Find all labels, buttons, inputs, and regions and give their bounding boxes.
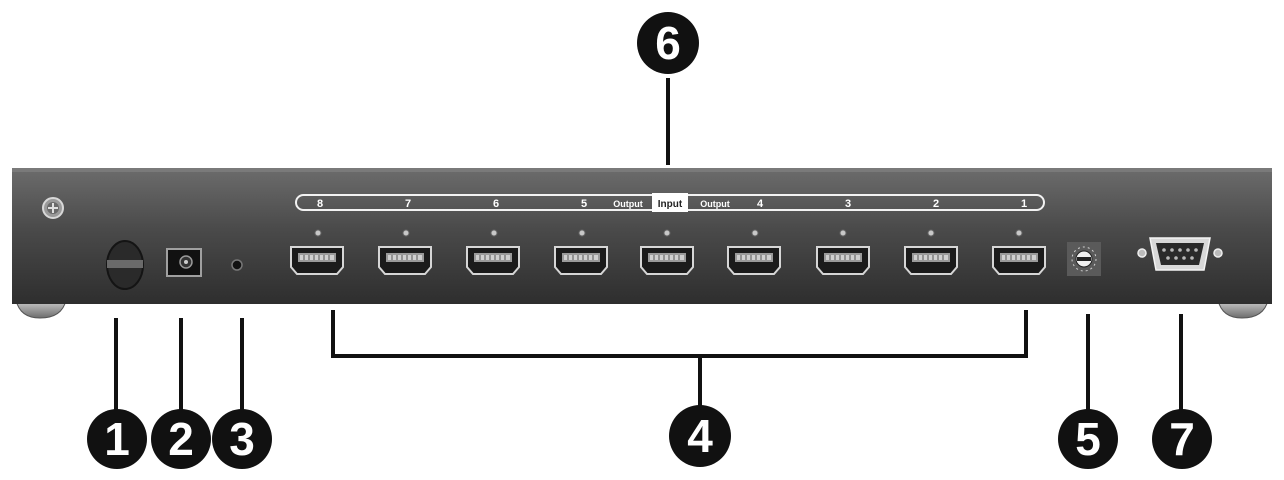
led-output-1	[1015, 229, 1023, 237]
port-number-7: 7	[405, 198, 411, 210]
callout-2: 2	[168, 413, 194, 465]
device-panel	[12, 168, 1272, 304]
rs232-db9-port	[1137, 237, 1223, 271]
rotary-switch	[1067, 242, 1101, 276]
hdmi-input	[640, 246, 694, 275]
hdmi-output-5	[554, 246, 608, 275]
led-output-5	[578, 229, 586, 237]
right-foot	[1217, 299, 1269, 319]
reset-pinhole	[231, 259, 243, 271]
hdmi-output-1	[992, 246, 1046, 275]
power-cord-lock	[106, 240, 144, 290]
led-output-3	[839, 229, 847, 237]
callout-4: 4	[687, 410, 713, 462]
callout-6: 6	[655, 17, 681, 69]
dc-power-jack	[166, 248, 202, 277]
callout-7: 7	[1169, 413, 1195, 465]
callout-1: 1	[104, 413, 130, 465]
port-number-6: 6	[493, 198, 499, 210]
port-number-5: 5	[581, 198, 587, 210]
port-number-3: 3	[845, 198, 851, 210]
port-number-4: 4	[757, 198, 764, 210]
port-label-bar	[295, 193, 1045, 212]
hdmi-output-6	[466, 246, 520, 275]
port-number-2: 2	[933, 198, 939, 210]
hdmi-output-7	[378, 246, 432, 275]
led-output-4	[751, 229, 759, 237]
led-output-8	[314, 229, 322, 237]
hdmi-output-2	[904, 246, 958, 275]
leader-lines	[114, 78, 1183, 412]
hdmi-output-8	[290, 246, 344, 275]
ground-screw	[42, 197, 64, 219]
output-label-right: Output	[700, 199, 730, 209]
hdmi-output-4	[727, 246, 781, 275]
port-number-8: 8	[317, 198, 323, 210]
output-label-left: Output	[613, 199, 643, 209]
hdmi-output-3	[816, 246, 870, 275]
left-foot	[15, 299, 67, 319]
led-output-6	[490, 229, 498, 237]
callout-3: 3	[229, 413, 255, 465]
port-number-1: 1	[1021, 198, 1027, 210]
led-input	[663, 229, 671, 237]
led-output-2	[927, 229, 935, 237]
input-label: Input	[658, 199, 683, 210]
callout-5: 5	[1075, 413, 1101, 465]
led-output-7	[402, 229, 410, 237]
